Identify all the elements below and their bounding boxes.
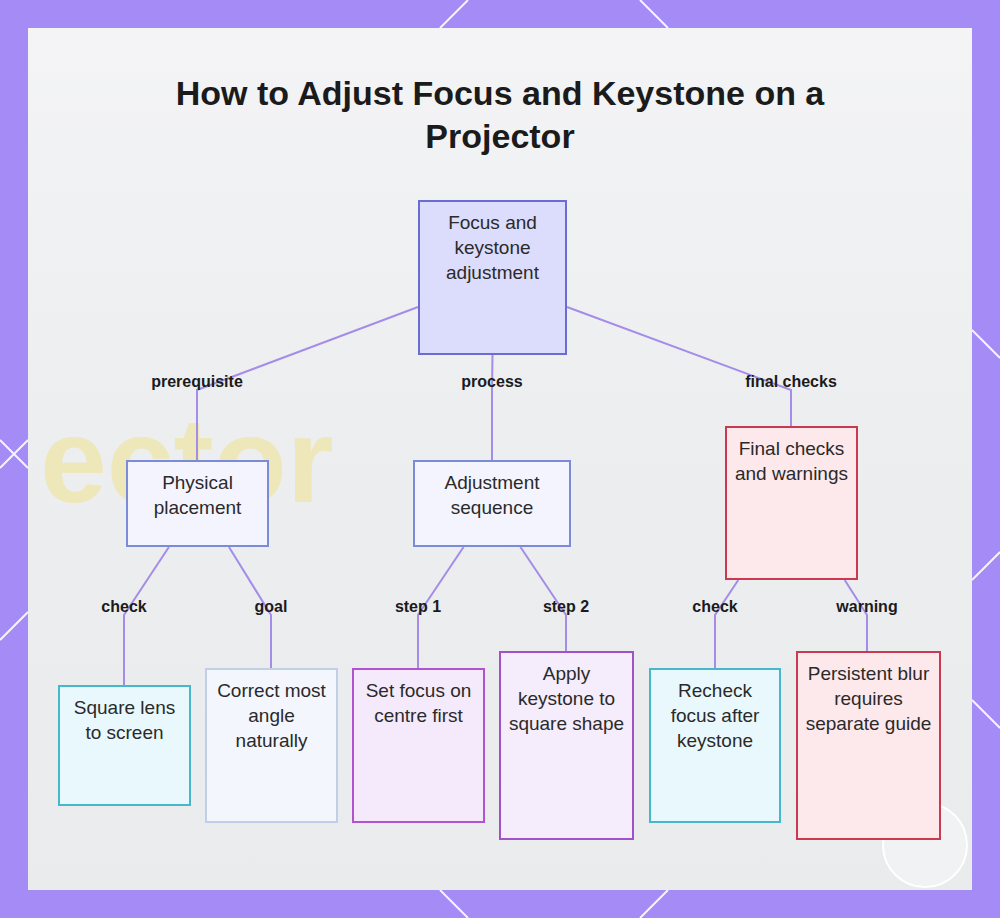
node-text: Persistent blur requires separate guide xyxy=(804,661,933,736)
edge-label: prerequisite xyxy=(151,373,243,391)
root-box: Focus and keystone adjustment xyxy=(418,200,567,355)
connector-line xyxy=(715,580,738,668)
node-text: Set focus on centre first xyxy=(360,678,477,728)
warning-category-box: Final checks and warnings xyxy=(725,426,858,580)
edge-label: check xyxy=(101,598,146,616)
diagram-title: How to Adjust Focus and Keystone on a Pr… xyxy=(150,72,850,158)
connector-line xyxy=(124,547,169,685)
edge-label: process xyxy=(461,373,522,391)
edge-label: final checks xyxy=(745,373,837,391)
connector-line xyxy=(491,355,494,460)
check-box: Recheck focus after keystone xyxy=(649,668,781,823)
edge-label: warning xyxy=(836,598,897,616)
node-text: Final checks and warnings xyxy=(733,436,850,486)
step-box: Set focus on centre first xyxy=(352,668,485,823)
step-box: Apply keystone to square shape xyxy=(499,651,634,840)
node-text: Adjustment sequence xyxy=(421,470,563,520)
connector-line xyxy=(845,580,867,651)
node-text: Focus and keystone adjustment xyxy=(426,210,559,285)
node-text: Square lens to screen xyxy=(66,695,183,745)
category-box: Physical placement xyxy=(126,460,269,547)
check-box: Square lens to screen xyxy=(58,685,191,806)
edge-label: step 2 xyxy=(543,598,589,616)
node-text: Apply keystone to square shape xyxy=(507,661,626,736)
warning-box: Persistent blur requires separate guide xyxy=(796,651,941,840)
connector-line xyxy=(567,307,791,426)
edge-label: goal xyxy=(255,598,288,616)
edge-label: check xyxy=(692,598,737,616)
edge-label: step 1 xyxy=(395,598,441,616)
node-text: Physical placement xyxy=(134,470,261,520)
node-text: Recheck focus after keystone xyxy=(657,678,773,753)
category-box: Adjustment sequence xyxy=(413,460,571,547)
goal-box: Correct most angle naturally xyxy=(205,668,338,823)
node-text: Correct most angle naturally xyxy=(213,678,330,753)
